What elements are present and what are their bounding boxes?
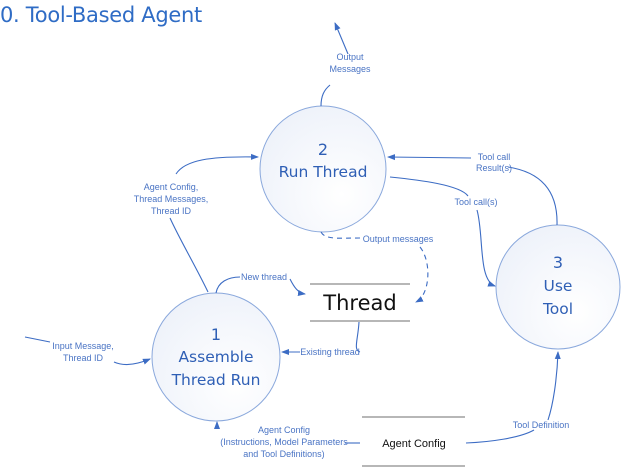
process-circle bbox=[495, 224, 621, 350]
process-name: Use bbox=[544, 277, 573, 295]
flow-existing-thread: Existing thread bbox=[281, 321, 361, 357]
store-thread[interactable]: Thread bbox=[310, 283, 410, 322]
flow-label: Tool Definition bbox=[513, 420, 570, 430]
flow-arrow bbox=[415, 246, 429, 303]
flow-new-thread: New thread bbox=[215, 272, 306, 296]
process-name: Thread Run bbox=[171, 371, 261, 389]
flow-label: Agent Config, bbox=[144, 182, 199, 192]
flow-label: Thread ID bbox=[63, 353, 104, 363]
process-use-tool[interactable]: 3 Use Tool bbox=[495, 224, 621, 350]
flow-line bbox=[465, 429, 535, 444]
flow-tool-definition: Tool Definition bbox=[465, 351, 570, 444]
flow-label: Tool call bbox=[478, 152, 511, 162]
flow-line bbox=[355, 321, 361, 353]
process-number: 3 bbox=[553, 253, 563, 272]
flow-output-messages: Output Messages bbox=[320, 22, 371, 107]
flow-label: Result(s) bbox=[476, 163, 512, 173]
flow-label: Input Message, bbox=[52, 341, 114, 351]
flow-arrow bbox=[387, 154, 472, 161]
flow-label: Messages bbox=[329, 64, 371, 74]
process-circle bbox=[259, 105, 387, 233]
flow-agent-config-thread: Agent Config, Thread Messages, Thread ID bbox=[134, 153, 259, 293]
flow-line bbox=[389, 176, 469, 197]
flow-label: Thread ID bbox=[151, 206, 192, 216]
process-name: Assemble bbox=[178, 348, 253, 366]
flow-arrow bbox=[113, 358, 151, 366]
store-label: Agent Config bbox=[382, 438, 446, 450]
process-name: Run Thread bbox=[279, 163, 368, 181]
flow-tool-call-results: Tool call Result(s) bbox=[387, 152, 558, 226]
flow-label: Agent Config bbox=[258, 425, 310, 435]
flow-label: Output messages bbox=[363, 234, 434, 244]
process-number: 1 bbox=[211, 325, 221, 344]
flow-line bbox=[320, 84, 331, 107]
flow-label: Thread Messages, bbox=[134, 194, 209, 204]
flow-arrow bbox=[334, 22, 349, 55]
flow-agent-config-full: Agent Config (Instructions, Model Parame… bbox=[214, 421, 360, 459]
process-run-thread[interactable]: 2 Run Thread bbox=[259, 105, 387, 233]
flow-tool-calls: Tool call(s) bbox=[389, 176, 498, 287]
flow-arrow bbox=[175, 153, 259, 175]
flow-line bbox=[507, 166, 558, 226]
flow-input-message: Input Message, Thread ID bbox=[24, 336, 151, 366]
diagram-title: 0. Tool-Based Agent bbox=[0, 3, 202, 27]
flow-label: Existing thread bbox=[300, 347, 360, 357]
flow-line bbox=[215, 276, 241, 294]
flow-arrow bbox=[547, 351, 561, 421]
flow-output-messages-to-thread: Output messages bbox=[320, 231, 434, 303]
store-agent-config[interactable]: Agent Config bbox=[362, 416, 465, 467]
process-assemble-thread-run[interactable]: 1 Assemble Thread Run bbox=[151, 292, 281, 422]
process-number: 2 bbox=[318, 140, 328, 159]
flow-line bbox=[24, 336, 51, 343]
flow-arrow bbox=[476, 209, 496, 287]
flow-line bbox=[320, 231, 361, 239]
flow-label: (Instructions, Model Parameters bbox=[220, 437, 348, 447]
flow-label: New thread bbox=[241, 272, 287, 282]
process-name: Tool bbox=[542, 300, 573, 318]
flow-line bbox=[169, 217, 209, 293]
flow-label: Tool call(s) bbox=[454, 197, 497, 207]
flow-arrow bbox=[289, 278, 306, 296]
flow-label: Output bbox=[336, 52, 364, 62]
flow-label: and Tool Definitions) bbox=[243, 449, 324, 459]
store-label: Thread bbox=[322, 291, 396, 315]
